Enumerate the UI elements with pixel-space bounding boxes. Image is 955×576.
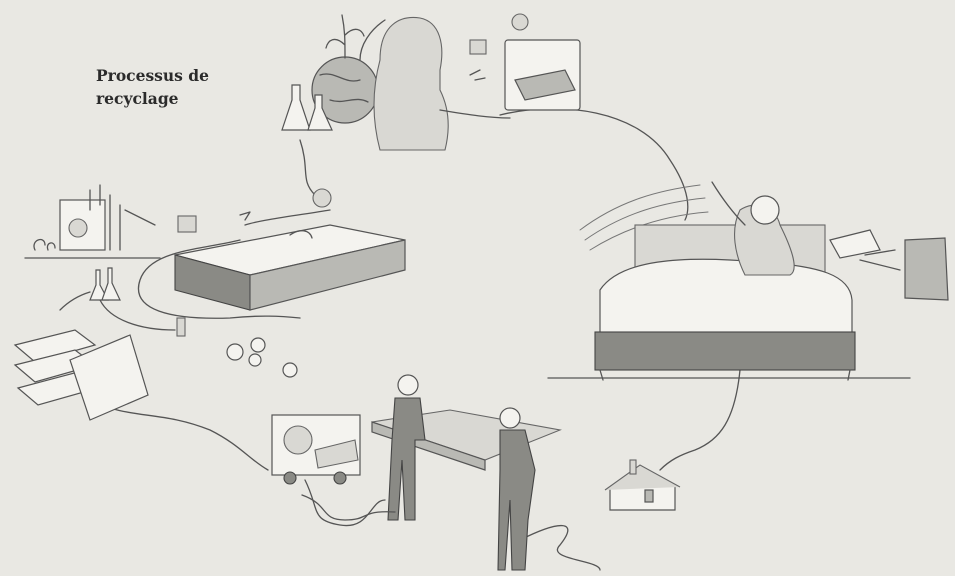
house-icon (605, 460, 680, 510)
design-scene (282, 14, 580, 150)
bed-scene (548, 182, 948, 380)
box-icon (470, 40, 486, 54)
transport-scene (272, 375, 560, 570)
flower-icon (227, 338, 297, 377)
mattress-scene (175, 189, 405, 377)
recycle-icon (69, 219, 87, 237)
bed-icon (595, 332, 855, 370)
factory-scene (15, 185, 160, 420)
